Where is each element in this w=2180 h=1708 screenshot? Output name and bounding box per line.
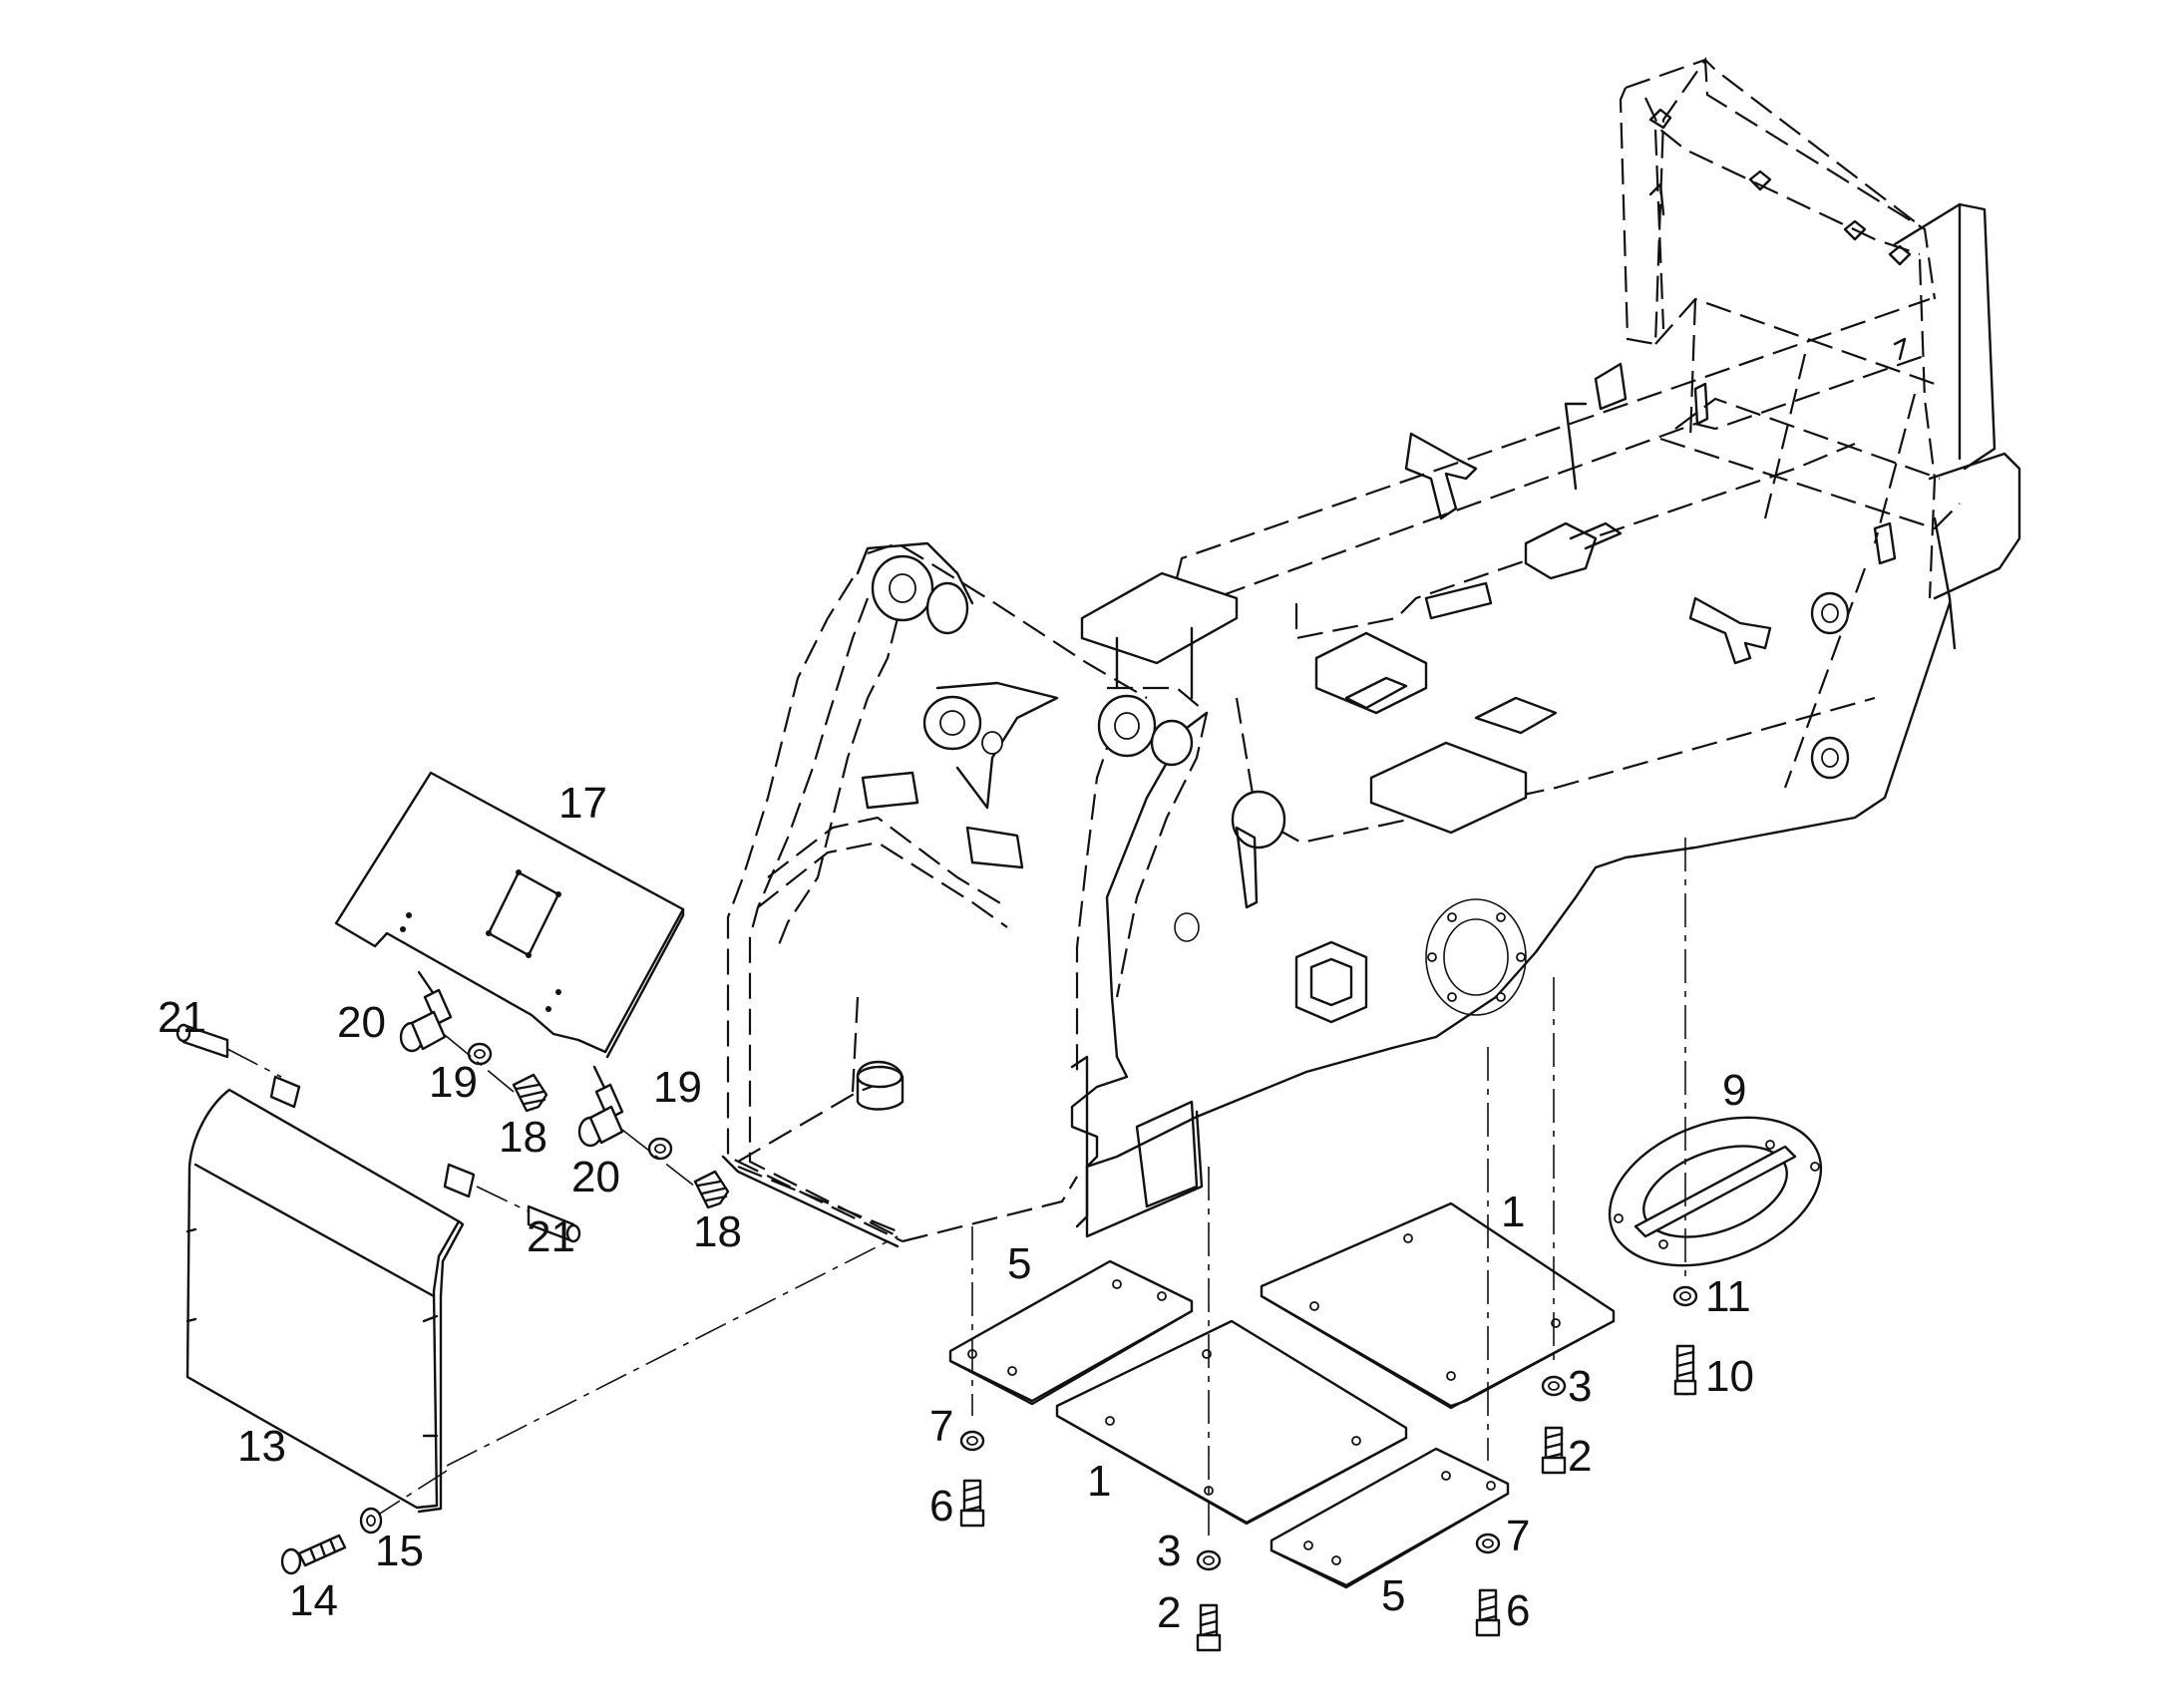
callout-10: 10 [1705, 1352, 1754, 1401]
callout-5-upper: 5 [1007, 1239, 1031, 1288]
callout-6-left: 6 [929, 1482, 953, 1531]
callout-7-right: 7 [1506, 1512, 1530, 1560]
bottom-plates [948, 977, 1616, 1652]
callout-17: 17 [558, 779, 607, 828]
callout-2-center: 2 [1157, 1588, 1181, 1637]
hinge-set-upper [399, 970, 548, 1113]
callout-5-lower: 5 [1381, 1571, 1405, 1620]
part-17-cover-plate [334, 771, 685, 1059]
callout-21-lower: 21 [527, 1212, 575, 1261]
main-frame [721, 56, 2021, 1248]
callout-3-center: 3 [1157, 1527, 1181, 1575]
callout-18-lower: 18 [693, 1207, 742, 1256]
guard-bolts [280, 1470, 448, 1575]
callout-19-lower: 19 [653, 1063, 702, 1112]
callout-15: 15 [375, 1527, 424, 1575]
callout-13: 13 [237, 1422, 286, 1471]
callout-7-left: 7 [929, 1402, 953, 1451]
callout-21-upper: 21 [158, 993, 206, 1042]
callout-9: 9 [1722, 1066, 1746, 1115]
callout-6-right: 6 [1506, 1586, 1530, 1635]
callout-1-upper: 1 [1501, 1188, 1525, 1236]
callout-1-lower: 1 [1087, 1457, 1111, 1506]
hinge-set-lower [577, 1065, 730, 1209]
callout-18-upper: 18 [499, 1113, 547, 1162]
callout-11: 11 [1705, 1272, 1751, 1321]
callout-labels: 17 21 20 19 18 19 20 18 21 13 14 15 9 11… [158, 779, 1754, 1637]
part-13-guard [176, 1023, 581, 1514]
callout-3-right: 3 [1568, 1362, 1592, 1411]
callout-20-upper: 20 [337, 998, 386, 1047]
callout-20-lower: 20 [571, 1153, 620, 1201]
callout-19-upper: 19 [429, 1058, 478, 1107]
callout-2-right: 2 [1568, 1432, 1592, 1481]
part-9-access-cover [1608, 838, 1823, 1396]
guard-centerline [446, 1235, 899, 1467]
callout-14: 14 [289, 1576, 338, 1625]
